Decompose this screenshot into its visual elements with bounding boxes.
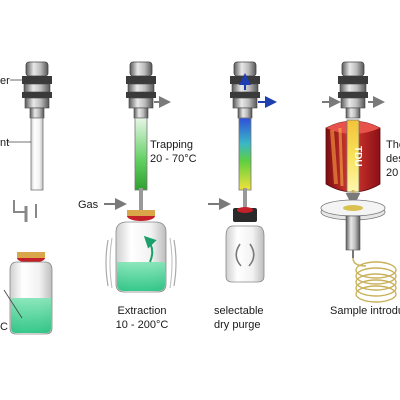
gas-label: Gas [78,199,99,211]
adapter-label: er [0,75,10,87]
sample-vial [9,252,53,335]
trapping-label: Trapping [150,139,194,151]
purge-vial [225,188,265,283]
tdu-oven [325,119,381,193]
thermal-label: The [386,139,400,151]
vial-leader-line [3,289,23,319]
empty-tube [30,117,44,191]
adapter-head-1 [22,61,52,119]
vapor-arrow [143,235,157,263]
desorption-temp-label: 20 [386,167,399,179]
injector-liner [320,199,386,258]
adapter-head-4 [338,61,368,119]
sorbent-tube-purge [238,117,252,191]
tube-label: nt [0,137,10,149]
extraction-temp-label: 10 - 200°C [115,319,169,331]
needle-fitting [13,200,37,222]
gc-column-coil [352,257,397,303]
adapter-head-2 [126,61,156,119]
tdu-label: TDU [352,146,363,167]
vial-label: C [0,321,8,333]
purge-flow-left [235,243,242,267]
selectable-label: selectable [214,305,264,317]
desorption-label: des [386,153,400,165]
sorbent-tube-trapping [134,117,148,191]
dry-purge-label: dry purge [214,319,261,331]
sample-intro-label: Sample introdu [330,305,400,317]
extraction-label: Extraction [117,305,167,317]
purge-flow-right [248,243,255,267]
trapping-temp-label: 20 - 70°C [150,153,197,165]
